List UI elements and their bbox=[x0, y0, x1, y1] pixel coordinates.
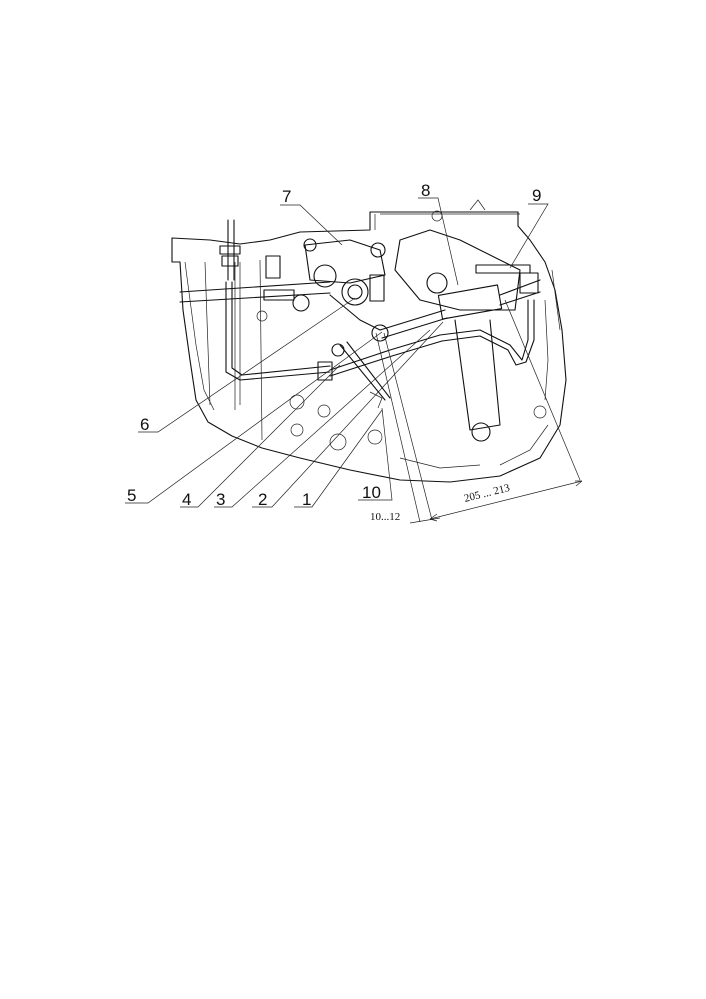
callout-2: 2 bbox=[258, 490, 267, 509]
callout-6: 6 bbox=[140, 415, 149, 434]
callout-labels: 1 2 3 4 5 6 7 8 9 10 bbox=[127, 181, 541, 509]
dimension-rod-length: 205 ... 213 bbox=[463, 482, 512, 505]
pivot-assembly bbox=[292, 238, 386, 331]
main-lever bbox=[394, 229, 521, 442]
dimension-small-gap: 10...12 bbox=[370, 511, 400, 523]
callout-7: 7 bbox=[282, 187, 291, 206]
callout-5: 5 bbox=[127, 486, 136, 505]
dimension-lines bbox=[375, 299, 583, 524]
housing-outline bbox=[171, 199, 567, 483]
callout-10: 10 bbox=[362, 483, 381, 502]
callout-8: 8 bbox=[421, 181, 430, 200]
callout-4: 4 bbox=[182, 490, 191, 509]
lower-rods bbox=[331, 341, 391, 409]
cylinder bbox=[371, 264, 541, 342]
leader-lines bbox=[125, 197, 549, 508]
callout-3: 3 bbox=[216, 490, 225, 509]
callout-9: 9 bbox=[532, 186, 541, 205]
control-rod bbox=[179, 219, 331, 381]
callout-1: 1 bbox=[302, 490, 311, 509]
